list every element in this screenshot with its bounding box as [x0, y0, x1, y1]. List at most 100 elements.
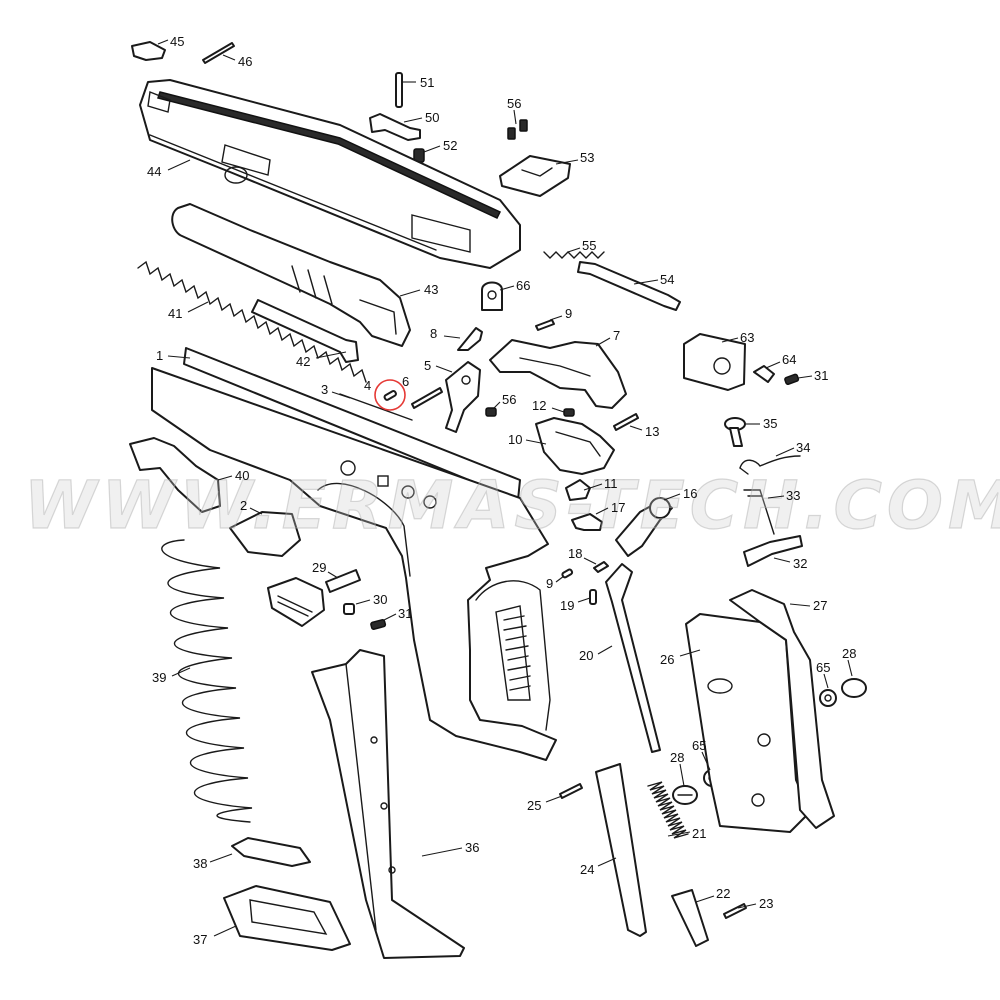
callout-6: 6	[402, 374, 409, 389]
part-44-slide	[139, 79, 521, 269]
part-4-pin	[383, 390, 397, 401]
part-magazine-catch-button	[267, 577, 325, 627]
part-25-pin	[559, 783, 583, 799]
part-2-trigger-bar	[229, 511, 301, 557]
callout-31-top: 31	[814, 368, 828, 383]
callout-5: 5	[424, 358, 431, 373]
callout-22: 22	[716, 886, 730, 901]
part-31-spring-top	[784, 373, 800, 385]
part-56-pin-mid	[485, 407, 497, 417]
part-9-pin-lower	[561, 568, 574, 579]
callout-10: 10	[508, 432, 522, 447]
part-8-spring	[457, 327, 483, 351]
callout-17: 17	[611, 500, 625, 515]
part-40-magazine-release	[129, 437, 221, 513]
watermark: WWW.ERMAS-TECH.COM	[24, 467, 1000, 544]
part-50-extractor	[369, 113, 421, 141]
callout-66: 66	[516, 278, 530, 293]
callout-9-top: 9	[565, 306, 572, 321]
callout-8: 8	[430, 326, 437, 341]
part-39-magazine-spring	[161, 539, 253, 823]
callout-30: 30	[373, 592, 387, 607]
callout-50: 50	[425, 110, 439, 125]
part-54-firing-pin	[577, 261, 681, 311]
callout-19: 19	[560, 598, 574, 613]
callout-33: 33	[786, 488, 800, 503]
callout-38: 38	[193, 856, 207, 871]
part-30-plunger	[343, 603, 355, 615]
callout-28-center: 28	[670, 750, 684, 765]
part-28-grip-screw-right	[841, 678, 867, 698]
part-16-lever	[615, 497, 673, 557]
part-13-pin	[613, 413, 639, 431]
part-65-washer-right	[819, 689, 837, 707]
callout-65-right: 65	[816, 660, 830, 675]
part-63-plate	[683, 333, 746, 391]
callout-13: 13	[645, 424, 659, 439]
part-46-pin	[202, 42, 235, 64]
part-37-magazine-base	[223, 885, 351, 951]
callout-28-right: 28	[842, 646, 856, 661]
part-28-grip-screw-center	[672, 785, 698, 805]
part-55-spring	[543, 251, 605, 259]
callout-63: 63	[740, 330, 754, 345]
callout-26: 26	[660, 652, 674, 667]
part-36-magazine	[311, 649, 465, 959]
callout-36: 36	[465, 840, 479, 855]
callout-53: 53	[580, 150, 594, 165]
part-24-strut	[595, 763, 647, 937]
part-27-grip-panel-right	[729, 589, 835, 829]
part-10-sear-housing	[535, 417, 615, 475]
callout-54: 54	[660, 272, 674, 287]
callout-56-top: 56	[507, 96, 521, 111]
part-7-frame-insert	[489, 339, 627, 409]
part-23-pin	[723, 903, 747, 919]
callout-41: 41	[168, 306, 182, 321]
part-34-spring-wire	[739, 455, 801, 475]
callout-43: 43	[424, 282, 438, 297]
part-56-pins	[507, 119, 528, 140]
part-20-strut	[605, 563, 661, 753]
callout-29: 29	[312, 560, 326, 575]
callout-45: 45	[170, 34, 184, 49]
callout-11: 11	[604, 476, 618, 491]
part-17-disconnector	[571, 513, 603, 531]
callout-24: 24	[580, 862, 594, 877]
part-32-safety	[743, 535, 803, 567]
callout-27: 27	[813, 598, 827, 613]
callout-12: 12	[532, 398, 546, 413]
callout-25: 25	[527, 798, 541, 813]
part-51-pin	[395, 72, 403, 108]
callout-44: 44	[147, 164, 161, 179]
part-11-sear	[565, 479, 591, 501]
part-frame	[151, 367, 557, 761]
part-22-bushing	[671, 889, 709, 947]
callout-4: 4	[364, 378, 371, 393]
callout-65-center: 65	[692, 738, 706, 753]
callout-20: 20	[579, 648, 593, 663]
callout-21: 21	[692, 826, 706, 841]
callout-16: 16	[683, 486, 697, 501]
callout-7: 7	[613, 328, 620, 343]
callout-34: 34	[796, 440, 810, 455]
part-21-hammer-spring	[647, 781, 689, 839]
callout-35: 35	[763, 416, 777, 431]
callout-23: 23	[759, 896, 773, 911]
part-18-pin	[593, 561, 609, 573]
part-6-pin	[411, 387, 443, 409]
callout-51: 51	[420, 75, 434, 90]
callout-55: 55	[582, 238, 596, 253]
part-66-block	[481, 281, 503, 311]
callout-32: 32	[793, 556, 807, 571]
callout-64: 64	[782, 352, 796, 367]
callout-3: 3	[321, 382, 328, 397]
callout-39: 39	[152, 670, 166, 685]
callouts: 45 46 51 56 50 52 44 53 55 54 66 43	[147, 34, 856, 947]
part-31-spring-lower	[370, 618, 387, 630]
callout-18: 18	[568, 546, 582, 561]
part-12-spring	[563, 408, 575, 417]
callout-31-lower: 31	[398, 606, 412, 621]
part-42-guide-rod	[251, 299, 359, 363]
callout-42: 42	[296, 354, 310, 369]
